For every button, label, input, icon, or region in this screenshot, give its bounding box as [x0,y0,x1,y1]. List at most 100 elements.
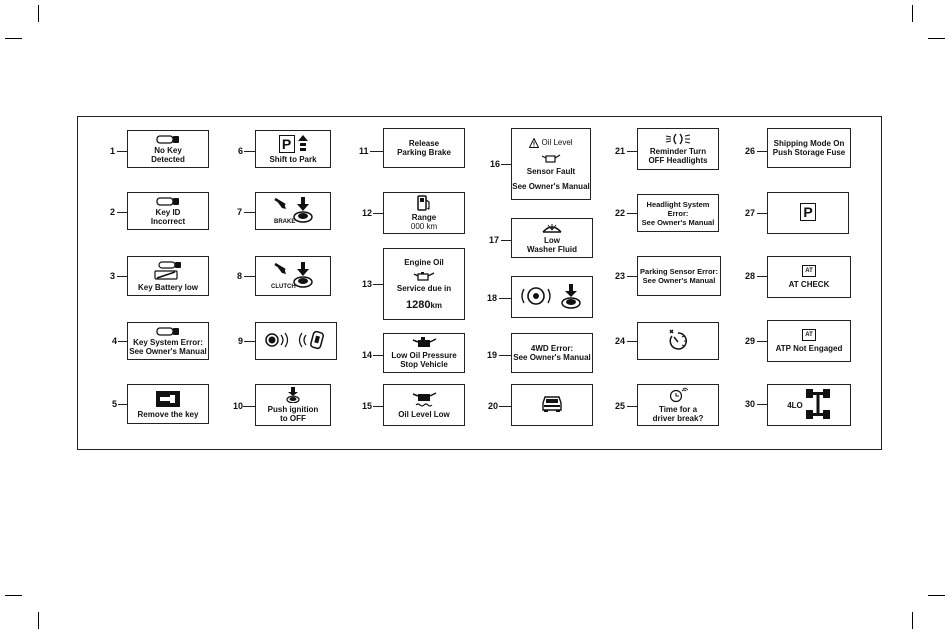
speed-limiter-icon [667,329,689,351]
message-speed-limiter [637,322,719,360]
message-release-parking-brake: Release Parking Brake [383,128,465,168]
message-4lo: 4LO [767,384,851,426]
crop-mark [38,612,39,629]
vehicle-icon [541,395,563,413]
item-number: 10 [233,401,244,411]
crop-mark [912,5,913,22]
message-4wd-error: 4WD Error: See Owner's Manual [511,333,593,373]
leader-line [627,276,637,277]
item-number: 18 [487,293,498,303]
item-number: 30 [745,399,756,409]
leader-line [627,151,637,152]
at-icon: AT [802,329,816,341]
oil-can-icon [413,271,435,281]
item-number: 20 [488,401,499,411]
message-panel [77,116,882,450]
key-proximity-icon [264,330,328,350]
item-number: 26 [745,146,756,156]
crop-mark [5,595,22,596]
message-low-oil-pressure: Low Oil Pressure Stop Vehicle [383,333,465,373]
item-number: 28 [745,271,756,281]
item-number: 7 [237,207,243,217]
item-number: 15 [362,401,373,411]
leader-line [757,404,767,405]
item-number: 27 [745,208,756,218]
item-number: 16 [490,159,501,169]
key-battery-icon [153,260,183,281]
item-number: 5 [112,399,118,409]
leader-line [501,240,511,241]
message-headlight-system-error: Headlight System Error: See Owner's Manu… [637,194,719,232]
message-key-id: Key ID Incorrect [127,192,209,230]
washer-fluid-icon [541,222,563,234]
message-no-key: No Key Detected [127,130,209,168]
message-shipping-mode: Shipping Mode On Push Storage Fuse [767,128,851,168]
leader-line [501,164,511,165]
item-number: 24 [615,336,626,346]
driver-break-icon [667,387,689,403]
oil-can-icon [411,337,437,349]
message-press-brake: BRAKE [255,192,331,230]
park-shift-icon: P [278,134,308,153]
message-push-ignition-off: Push ignition to OFF [255,384,331,426]
leader-line [627,406,637,407]
leader-line [244,151,255,152]
item-number: 8 [237,271,243,281]
headlight-icon [665,133,691,145]
leader-line [499,406,511,407]
item-number: 1 [110,146,116,156]
warning-triangle-icon: Oil Level [529,137,573,148]
message-key-proximity [255,322,337,360]
leader-line [757,151,767,152]
message-park: P [767,192,849,234]
key-icon [156,134,180,144]
brake-press-icon [270,196,316,224]
leader-line [757,276,767,277]
crop-mark [5,38,22,39]
message-vehicle [511,384,593,426]
message-driver-break: Time for a driver break? [637,384,719,426]
crop-mark [38,5,39,22]
item-number: 22 [615,208,626,218]
item-number: 17 [489,235,500,245]
leader-line [757,213,767,214]
leader-line [627,213,637,214]
item-number: 9 [238,336,244,346]
leader-line [499,355,511,356]
item-number: 14 [362,350,373,360]
message-oil-level-low: Oil Level Low [383,384,465,426]
leader-line [118,341,127,342]
item-number: 21 [615,146,626,156]
leader-line [373,284,383,285]
item-number: 6 [238,146,244,156]
item-number: 25 [615,401,626,411]
message-key-system-error: Key System Error: See Owner's Manual [127,322,209,360]
item-number: 23 [615,271,626,281]
at-icon: AT [802,265,816,277]
message-at-check: AT AT CHECK [767,256,851,298]
4lo-icon [805,387,831,421]
message-shift-to-park: P Shift to Park [255,130,331,168]
leader-line [370,151,383,152]
fuel-pump-icon [417,195,431,211]
key-icon [156,326,180,336]
message-low-washer-fluid: Low Washer Fluid [511,218,593,258]
message-headlights-reminder: Reminder Turn OFF Headlights [637,128,719,170]
crop-mark [928,595,945,596]
leader-line [373,213,383,214]
steering-press-icon [519,283,585,309]
leader-line [627,341,637,342]
item-number: 12 [362,208,373,218]
message-steering-press [511,276,593,318]
item-number: 2 [110,207,116,217]
leader-line [244,341,255,342]
clutch-press-icon [270,261,316,289]
message-press-clutch: CLUTCH [255,256,331,296]
key-icon [156,196,180,206]
message-parking-sensor-error: Parking Sensor Error: See Owner's Manual [637,256,721,296]
message-oil-level-sensor-fault: Oil Level Sensor Fault See Owner's Manua… [511,128,591,200]
leader-line [373,355,383,356]
message-key-battery: Key Battery low [127,256,209,296]
leader-line [757,341,767,342]
message-engine-oil-service: Engine Oil Service due in 1280km [383,248,465,320]
